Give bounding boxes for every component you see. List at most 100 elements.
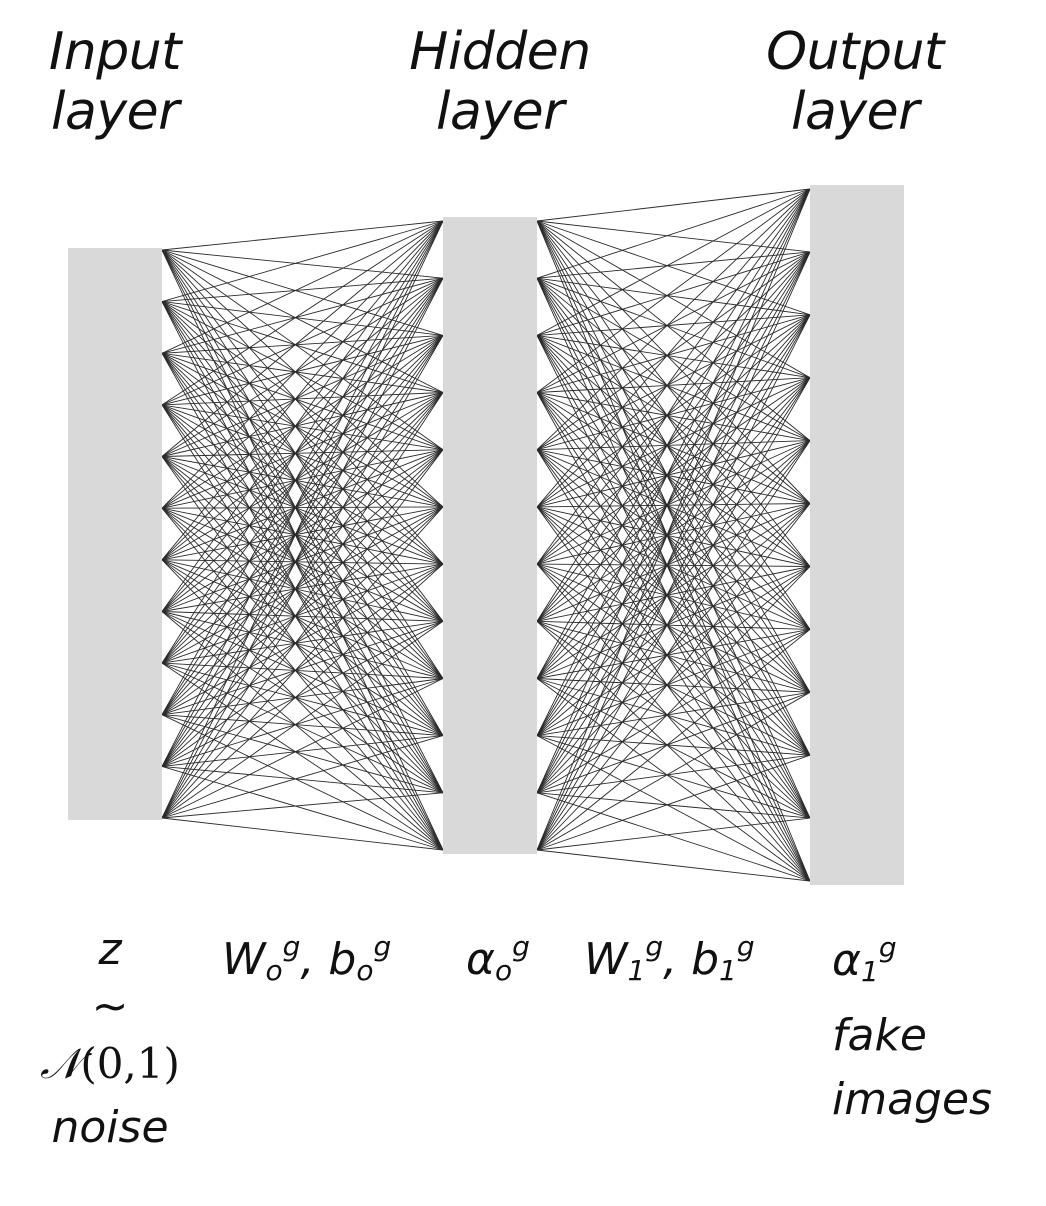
- connection-line: [161, 301, 444, 393]
- connection-line: [536, 314, 811, 622]
- connection-line: [161, 449, 444, 664]
- connection-line: [536, 335, 811, 756]
- output-activation-label: α1g: [832, 916, 992, 1004]
- connection-line: [161, 662, 444, 679]
- connection-line: [536, 377, 811, 851]
- connection-line: [536, 817, 811, 851]
- connection-line: [536, 503, 811, 736]
- normal-distribution-label: 𝒩(0,1): [20, 1032, 200, 1096]
- connection-line: [161, 456, 444, 508]
- b1-sup: g: [736, 930, 755, 963]
- hidden-layer-block: [443, 217, 537, 854]
- connection-line: [536, 377, 811, 393]
- connection-line: [161, 277, 444, 406]
- connection-line: [536, 251, 811, 508]
- a1-sub: 1: [861, 955, 879, 988]
- connection-line: [536, 314, 811, 336]
- connection-line: [536, 563, 811, 819]
- connection-line: [161, 249, 444, 279]
- connection-line: [536, 188, 811, 565]
- connection-line: [161, 559, 444, 851]
- connection-line: [536, 503, 811, 851]
- connection-line: [536, 629, 811, 851]
- connection-line: [536, 440, 811, 679]
- connection-line: [536, 678, 811, 693]
- connection-line: [536, 188, 811, 622]
- connection-line: [161, 335, 444, 819]
- connection-line: [161, 220, 444, 715]
- connection-line: [536, 314, 811, 451]
- connection-line: [536, 506, 811, 630]
- connection-line: [536, 566, 811, 736]
- connection-line: [536, 377, 811, 451]
- connection-line: [536, 392, 811, 504]
- connection-line: [536, 503, 811, 794]
- connection-line: [536, 251, 811, 851]
- connection-line: [161, 817, 444, 851]
- connection-line: [536, 251, 811, 451]
- w1-symbol: W: [584, 934, 628, 985]
- connection-line: [536, 628, 811, 679]
- connection-line: [536, 792, 811, 819]
- connection-line: [536, 506, 811, 882]
- z-label: z: [98, 924, 122, 975]
- connection-line: [536, 251, 811, 679]
- connection-line: [536, 251, 811, 336]
- connection-line: [536, 314, 811, 393]
- connection-line: [536, 506, 811, 756]
- connection-line: [536, 792, 811, 882]
- connection-line: [536, 377, 811, 565]
- connection-line: [536, 335, 811, 819]
- weights-bias-0-label: Wog, bog: [222, 930, 392, 987]
- connection-line: [161, 352, 444, 565]
- output-layer-title-line1: Output: [766, 22, 944, 82]
- connection-line: [536, 620, 811, 693]
- connection-line: [536, 440, 811, 851]
- connection-line: [161, 335, 444, 664]
- connection-line: [536, 334, 811, 442]
- connection-line: [536, 188, 811, 393]
- connection-line: [536, 335, 811, 693]
- hidden-layer-title: Hidden layer: [405, 22, 595, 142]
- connection-line: [536, 377, 811, 794]
- connection-line: [161, 456, 444, 622]
- w0-sub: o: [265, 954, 283, 987]
- connection-line: [536, 377, 811, 736]
- connection-line: [161, 559, 444, 679]
- connection-line: [536, 335, 811, 504]
- connection-line: [536, 277, 811, 567]
- connection-line: [161, 563, 444, 819]
- connection-line: [161, 220, 444, 406]
- connection-line: [536, 566, 811, 794]
- connection-line: [536, 334, 811, 379]
- connection-line: [536, 188, 811, 736]
- connection-line: [161, 563, 444, 612]
- connection-line: [536, 251, 811, 736]
- connection-line: [161, 792, 444, 819]
- connection-line: [536, 251, 811, 794]
- b0-sup: g: [373, 930, 392, 963]
- connection-line: [536, 314, 811, 508]
- connection-line: [536, 251, 811, 393]
- connection-line: [161, 449, 444, 457]
- connection-line: [161, 301, 444, 336]
- w1-sup: g: [645, 930, 664, 963]
- connection-line: [536, 440, 811, 508]
- connection-line: [536, 449, 811, 756]
- connection-line: [536, 392, 811, 882]
- connection-line: [536, 563, 811, 693]
- connection-line: [161, 335, 444, 612]
- connection-line: [161, 392, 444, 612]
- connection-line: [161, 392, 444, 509]
- connection-line: [536, 314, 811, 565]
- connection-line: [161, 506, 444, 612]
- connection-line: [161, 506, 444, 819]
- connection-line: [536, 392, 811, 756]
- connection-line: [161, 449, 444, 509]
- input-layer-title-line2: layer: [51, 82, 179, 142]
- hidden-activation-label: αog: [466, 916, 530, 1002]
- connection-line: [161, 404, 444, 622]
- connection-line: [536, 188, 811, 508]
- connection-line: [161, 392, 444, 561]
- connection-line: [161, 220, 444, 251]
